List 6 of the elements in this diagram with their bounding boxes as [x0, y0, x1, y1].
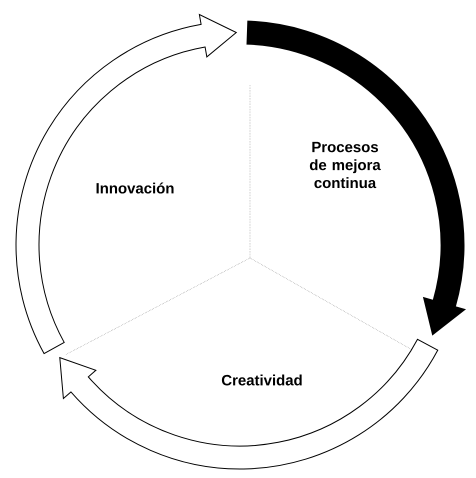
sector-label: Creatividad: [222, 374, 302, 386]
cycle-arrow: [16, 14, 237, 354]
sector-label: Innovación: [96, 182, 174, 194]
cycle-arrow: [246, 20, 466, 336]
sector-label: Procesos de mejora continua: [310, 142, 381, 188]
cycle-arrow: [59, 338, 438, 470]
